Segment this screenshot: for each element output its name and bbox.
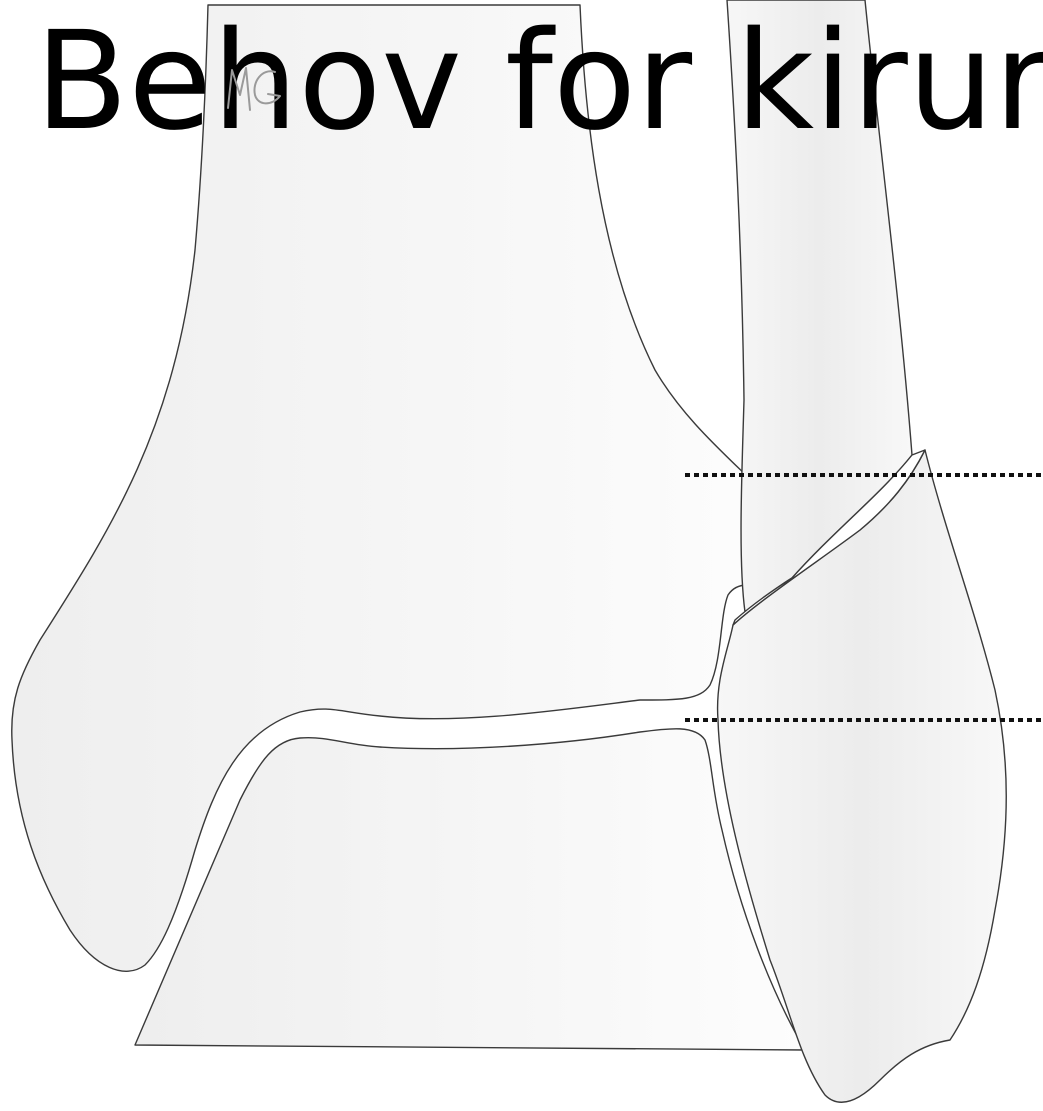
- talus-bone: [135, 729, 805, 1050]
- page-title: Behov for kirurg: [35, 3, 1043, 161]
